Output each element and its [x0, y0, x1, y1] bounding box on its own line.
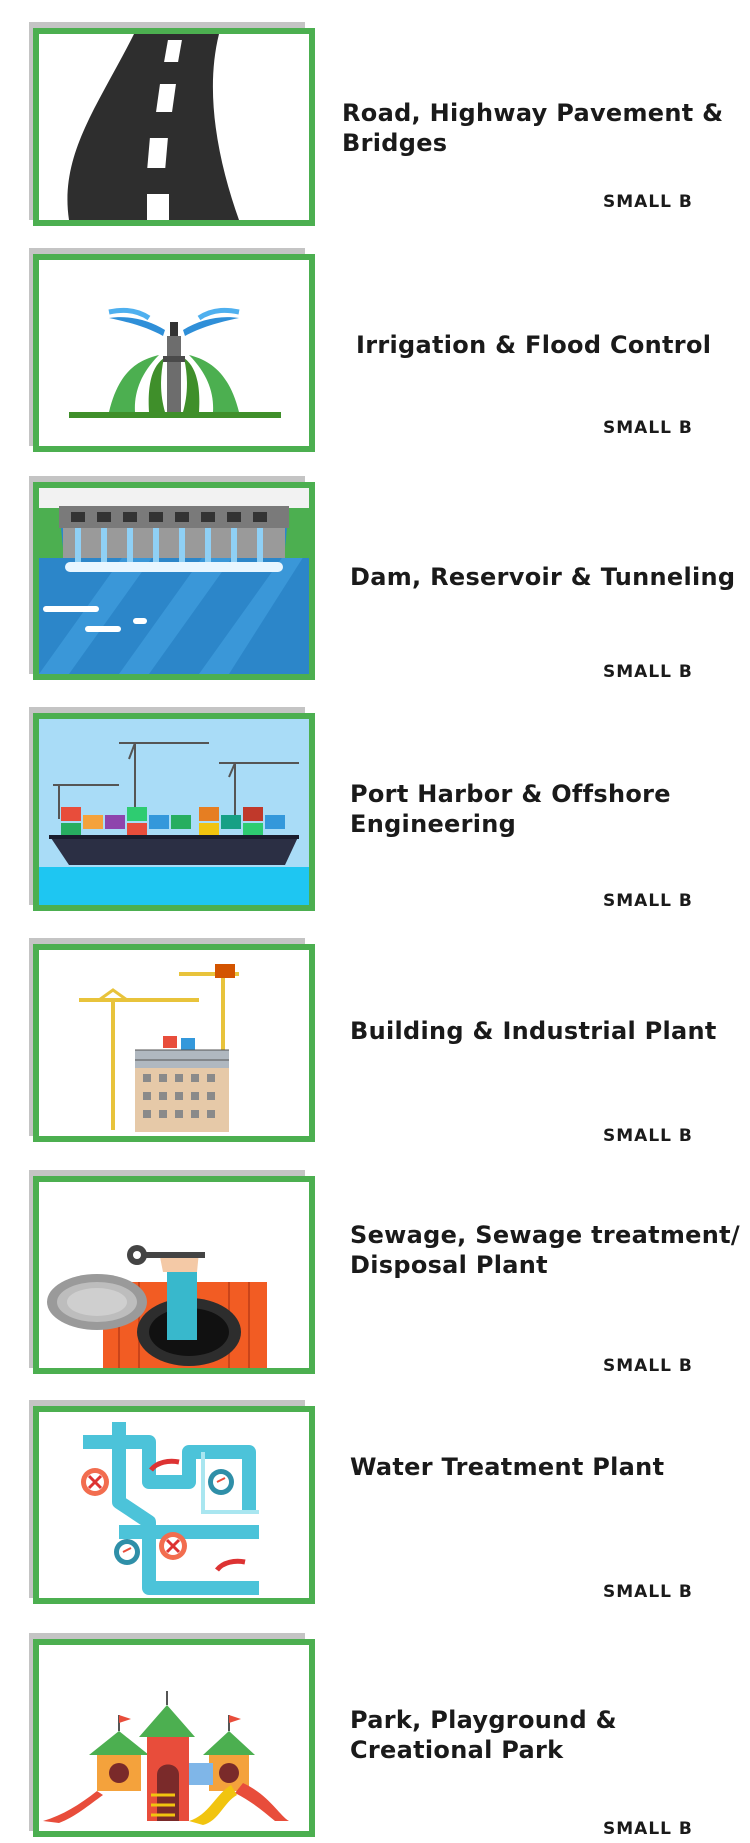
- water-treatment-image: [33, 1406, 315, 1604]
- category-card-dam[interactable]: Dam, Reservoir & Tunneling SMALL B: [0, 476, 750, 682]
- port-illustration: [39, 719, 309, 905]
- pipes-illustration: [81, 1422, 259, 1595]
- park-image: [33, 1639, 315, 1837]
- category-card-road[interactable]: Road, Highway Pavement & Bridges SMALL B: [0, 22, 750, 228]
- card-tag: SMALL B: [603, 1126, 693, 1146]
- port-image: [33, 713, 315, 911]
- card-image-frame: [29, 248, 315, 452]
- sewage-image: [33, 1176, 315, 1374]
- card-tag: SMALL B: [603, 891, 693, 911]
- card-title: Building & Industrial Plant: [350, 1017, 717, 1045]
- playground-illustration: [43, 1691, 289, 1825]
- building-image: [33, 944, 315, 1142]
- card-tag: SMALL B: [603, 1356, 693, 1376]
- card-title: Sewage, Sewage treatment/ Disposal Plant: [350, 1221, 740, 1279]
- card-image-frame: [29, 22, 315, 226]
- dam-image: [33, 482, 315, 680]
- card-image-frame: [29, 1633, 315, 1837]
- dam-illustration: [39, 488, 309, 674]
- card-tag: SMALL B: [603, 662, 693, 682]
- card-tag: SMALL B: [603, 1582, 693, 1602]
- road-illustration: [60, 34, 246, 220]
- sewer-illustration: [47, 1245, 267, 1368]
- card-title: Park, Playground & Creational Park: [350, 1706, 617, 1764]
- card-image-frame: [29, 938, 315, 1142]
- card-title: Port Harbor & Offshore Engineering: [350, 780, 671, 838]
- card-image-frame: [29, 707, 315, 911]
- card-image-frame: [29, 1170, 315, 1374]
- category-card-irrigation[interactable]: Irrigation & Flood Control SMALL B: [0, 248, 750, 454]
- category-card-building[interactable]: Building & Industrial Plant SMALL B: [0, 938, 750, 1146]
- category-card-water-treatment[interactable]: Water Treatment Plant SMALL B: [0, 1400, 750, 1606]
- card-title: Irrigation & Flood Control: [356, 331, 712, 359]
- card-tag: SMALL B: [603, 418, 693, 438]
- category-card-park[interactable]: Park, Playground & Creational Park SMALL…: [0, 1633, 750, 1839]
- card-image-frame: [29, 1400, 315, 1604]
- card-title: Road, Highway Pavement & Bridges: [342, 99, 724, 157]
- sprinkler-illustration: [69, 307, 281, 418]
- construction-illustration: [79, 964, 239, 1132]
- card-title: Dam, Reservoir & Tunneling: [350, 563, 736, 591]
- card-title: Water Treatment Plant: [350, 1453, 665, 1481]
- card-tag: SMALL B: [603, 1819, 693, 1839]
- category-card-sewage[interactable]: Sewage, Sewage treatment/ Disposal Plant…: [0, 1170, 750, 1376]
- road-image: [33, 28, 315, 226]
- irrigation-image: [33, 254, 315, 452]
- category-card-port[interactable]: Port Harbor & Offshore Engineering SMALL…: [0, 707, 750, 913]
- card-tag: SMALL B: [603, 192, 693, 212]
- card-image-frame: [29, 476, 315, 680]
